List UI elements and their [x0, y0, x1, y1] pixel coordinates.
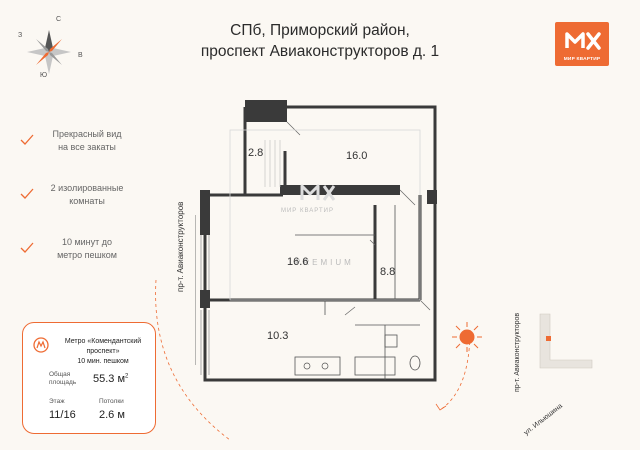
- street-label-left: пр-т. Авиаконструкторов: [176, 201, 185, 292]
- room-area-label: 16.6: [287, 256, 309, 268]
- brand-logo: МИР КВАРТИР: [555, 22, 609, 66]
- room-area-label: 10.3: [267, 330, 289, 342]
- ceiling-value: 2.6 м: [99, 409, 125, 421]
- metro-name: Метро «Комендантский проспект»: [64, 338, 142, 355]
- logo-mark-icon: [565, 32, 601, 50]
- metro-walk: 10 мин. пешком: [77, 358, 129, 365]
- compass-east: В: [78, 52, 83, 59]
- apartment-info-card: Метро «Комендантский проспект» 10 мин. п…: [22, 322, 156, 434]
- logo-caption: МИР КВАРТИР: [563, 57, 601, 62]
- title-line-1: СПб, Приморский район,: [230, 22, 410, 39]
- room-area-label: 16.0: [346, 150, 368, 162]
- moon-icon: [153, 252, 162, 270]
- page-title: СПб, Приморский район, проспект Авиаконс…: [150, 20, 490, 62]
- title-line-2: проспект Авиаконструкторов д. 1: [200, 43, 440, 60]
- metro-icon: [33, 337, 49, 353]
- watermark-premium: PREMIUM: [295, 258, 354, 267]
- sun-icon: [452, 322, 482, 352]
- compass-west: З: [18, 32, 23, 39]
- compass-rose: С З В Ю: [18, 16, 92, 84]
- metro-info: Метро «Комендантский проспект» 10 мин. п…: [53, 337, 153, 367]
- floor-value: 11/16: [49, 409, 76, 421]
- compass-south: Ю: [40, 72, 48, 79]
- room-area-label: 2.8: [248, 147, 264, 159]
- feature-item: 2 изолированные комнаты: [20, 182, 152, 208]
- feature-item: 10 минут до метро пешком: [20, 236, 152, 262]
- street-label-right: пр-т. Авиаконструкторов: [514, 312, 521, 392]
- compass-icon: [27, 30, 71, 74]
- watermark-logo-icon: [300, 184, 336, 201]
- location-minimap: [539, 313, 593, 369]
- check-icon: [20, 134, 34, 145]
- floor-label: Этаж: [49, 398, 65, 405]
- check-icon: [20, 242, 34, 253]
- area-value: 55.3 м2: [93, 373, 129, 385]
- area-label: Общая площадь: [49, 371, 77, 386]
- check-icon: [20, 188, 34, 199]
- feature-item: Прекрасный вид на все закаты: [20, 128, 152, 154]
- floor-plan: [195, 100, 437, 382]
- ceiling-label: Потолки: [99, 398, 124, 405]
- room-area-label: 8.8: [380, 266, 396, 278]
- watermark-text: МИР КВАРТИР: [281, 208, 334, 214]
- compass-north: С: [56, 16, 62, 23]
